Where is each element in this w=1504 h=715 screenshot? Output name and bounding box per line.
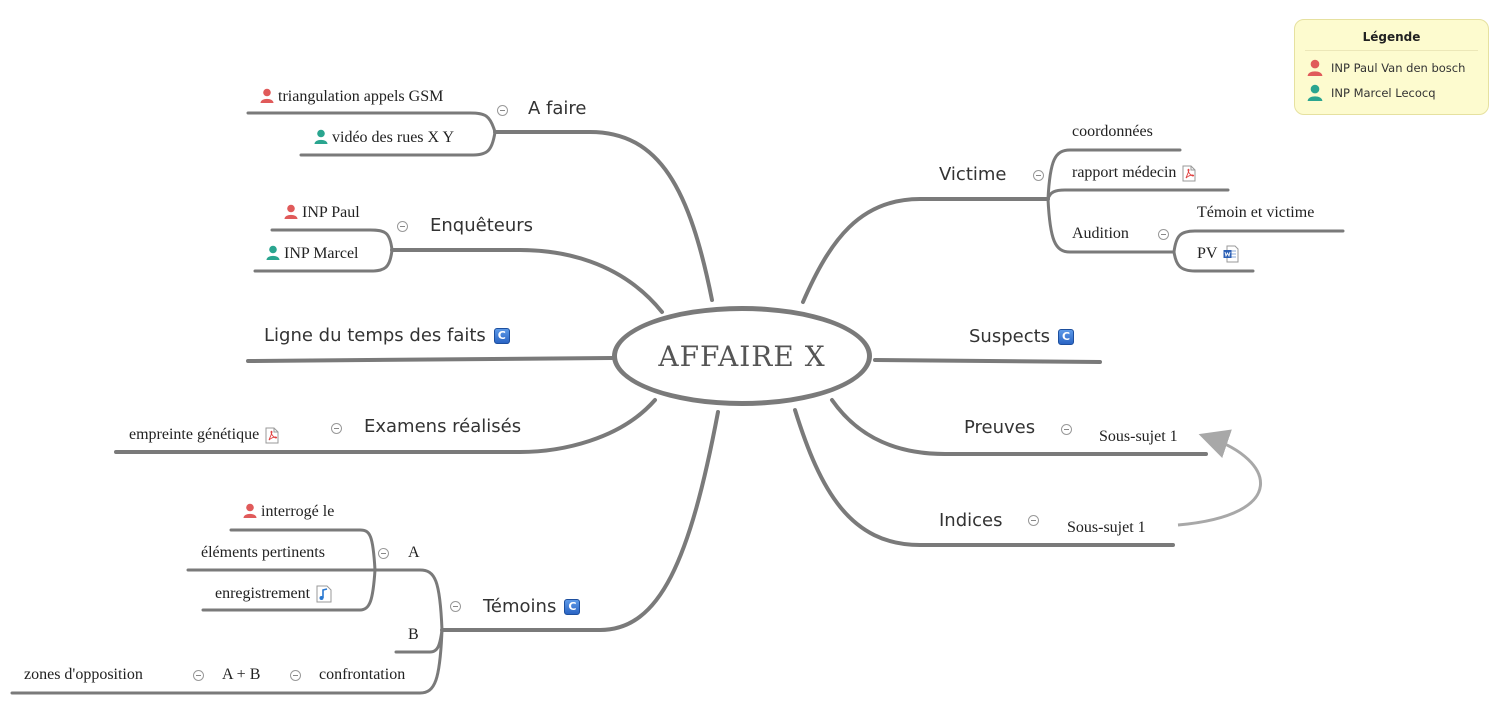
legend-item-marcel[interactable]: INP Marcel Lecocq (1307, 84, 1488, 101)
collapse-victime-icon[interactable] (1033, 170, 1044, 181)
legend-item-paul[interactable]: INP Paul Van den bosch (1307, 59, 1488, 76)
branch-rapport (1046, 188, 1230, 201)
topic-coordonnees[interactable]: coordonnées (1072, 123, 1153, 140)
topic-preuves-sous-sujet[interactable]: Sous-sujet 1 (1099, 428, 1178, 445)
pdf-file-icon[interactable] (1182, 165, 1196, 182)
branch-enregistrement (201, 568, 377, 612)
collapse-examens-icon[interactable] (331, 423, 342, 434)
legend-panel[interactable]: Légende INP Paul Van den bosch INP Marce… (1294, 19, 1489, 115)
topic-video[interactable]: vidéo des rues X Y (314, 129, 454, 147)
branch-inp-marcel (253, 248, 394, 273)
pdf-file-icon[interactable] (265, 427, 279, 444)
topic-zones-opposition[interactable]: zones d'opposition (24, 666, 143, 683)
audio-file-icon[interactable] (316, 585, 332, 603)
central-topic[interactable]: AFFAIRE X (612, 306, 872, 406)
topic-rapport-medecin[interactable]: rapport médecin (1072, 164, 1196, 182)
branch-audition (1046, 197, 1176, 254)
branch-confrontation (298, 628, 444, 695)
person-red-icon (1307, 59, 1323, 76)
topic-indices[interactable]: Indices (939, 510, 1003, 531)
branch-suspects (873, 358, 1102, 364)
person-red-icon (284, 204, 298, 219)
word-document-icon[interactable] (1223, 245, 1239, 263)
legend-divider (1305, 50, 1478, 51)
calendar-c-icon[interactable]: C (493, 328, 510, 344)
topic-audition[interactable]: Audition (1072, 225, 1129, 242)
branch-triangulation (246, 111, 497, 134)
legend-title: Légende (1362, 30, 1421, 44)
collapse-confrontation-icon[interactable] (290, 670, 301, 681)
topic-confrontation[interactable]: confrontation (319, 666, 406, 683)
branch-ligne-temps (246, 356, 614, 363)
branch-interroge (229, 528, 377, 572)
topic-interroge[interactable]: interrogé le (243, 503, 334, 521)
collapse-indices-icon[interactable] (1028, 515, 1039, 526)
branch-enqueteurs (390, 248, 664, 314)
topic-temoin-b[interactable]: B (408, 626, 419, 643)
collapse-enqueteurs-icon[interactable] (397, 221, 408, 232)
person-teal-icon (1307, 84, 1323, 101)
topic-victime[interactable]: Victime (939, 164, 1007, 185)
branch-indices (793, 408, 1175, 547)
branch-inp-paul (270, 228, 394, 252)
collapse-a-plus-b-icon[interactable] (193, 670, 204, 681)
relation-arrow (1177, 429, 1262, 527)
topic-inp-paul[interactable]: INP Paul (284, 204, 360, 222)
topic-preuves[interactable]: Preuves (964, 417, 1036, 438)
collapse-temoins-icon[interactable] (450, 601, 461, 612)
person-red-icon (243, 503, 257, 518)
branch-victime (801, 197, 1050, 304)
topic-temoin-a[interactable]: A (408, 544, 420, 561)
topic-triangulation[interactable]: triangulation appels GSM (260, 88, 443, 106)
topic-a-faire[interactable]: A faire (528, 98, 587, 119)
topic-indices-sous-sujet[interactable]: Sous-sujet 1 (1067, 519, 1146, 536)
topic-elements-pertinents[interactable]: éléments pertinents (201, 544, 325, 561)
branch-temoin-a (373, 568, 444, 632)
topic-temoin-et-victime[interactable]: Témoin et victime (1197, 204, 1315, 221)
topic-enregistrement[interactable]: enregistrement (215, 585, 332, 603)
branch-a-faire (493, 130, 714, 302)
collapse-audition-icon[interactable] (1158, 229, 1169, 240)
topic-enqueteurs[interactable]: Enquêteurs (430, 215, 534, 236)
branch-temoin-b (394, 628, 444, 654)
branch-temoins (440, 410, 720, 632)
topic-pv[interactable]: PV (1197, 245, 1239, 263)
topic-empreinte[interactable]: empreinte génétique (129, 426, 279, 444)
branch-temoin-victime (1172, 229, 1345, 254)
collapse-a-faire-icon[interactable] (497, 105, 508, 116)
collapse-preuves-icon[interactable] (1061, 424, 1072, 435)
person-red-icon (260, 88, 274, 103)
topic-inp-marcel[interactable]: INP Marcel (266, 245, 359, 263)
branch-preuves (830, 398, 1208, 456)
calendar-c-icon[interactable]: C (1058, 329, 1075, 345)
collapse-temoin-a-icon[interactable] (378, 548, 389, 559)
topic-examens[interactable]: Examens réalisés (364, 416, 522, 437)
person-teal-icon (266, 245, 280, 260)
branch-pv (1172, 250, 1255, 273)
branch-coordonnees (1046, 148, 1182, 201)
person-teal-icon (314, 129, 328, 144)
branch-examens (114, 398, 657, 454)
topic-a-plus-b[interactable]: A + B (222, 666, 261, 683)
calendar-c-icon[interactable]: C (564, 599, 581, 615)
branch-video (299, 130, 497, 157)
